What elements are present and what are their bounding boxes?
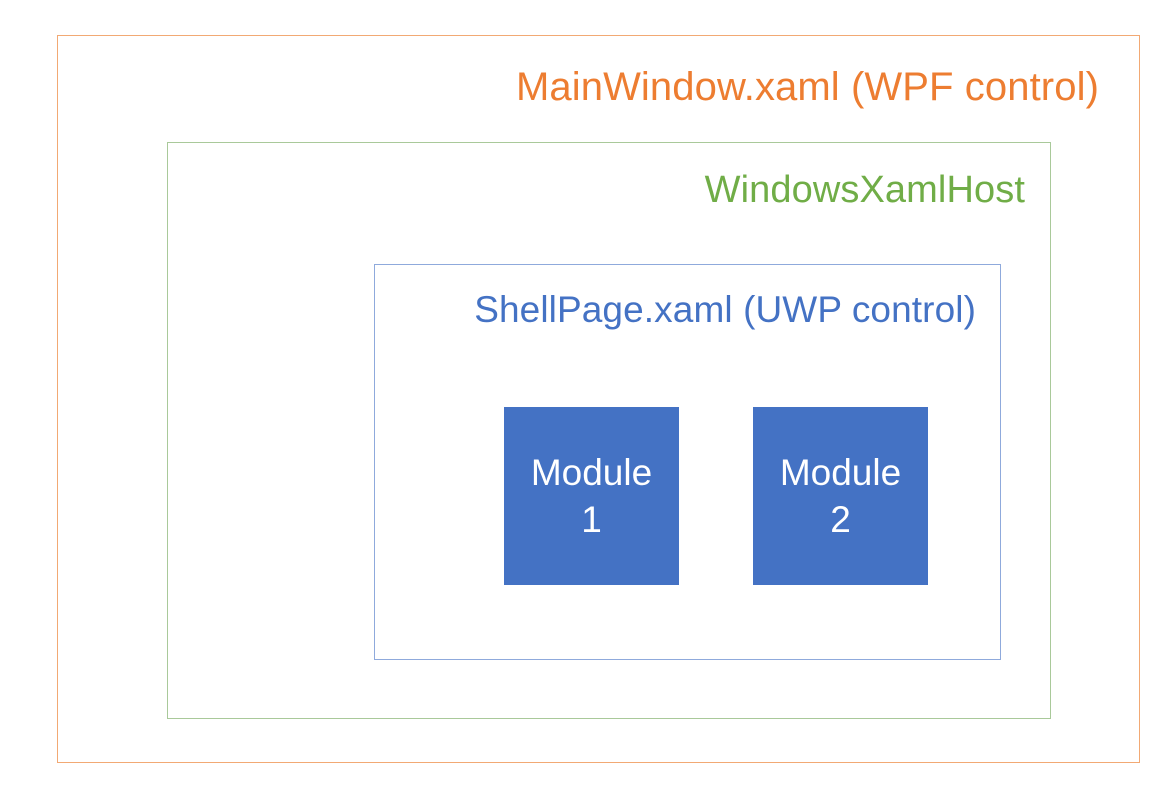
module-box-1: Module 1: [504, 407, 679, 585]
container-shellpage: ShellPage.xaml (UWP control) Module 1 Mo…: [374, 264, 1001, 660]
module-box-2-line1: Module: [779, 451, 902, 493]
container-windowsxamlhost-label: WindowsXamlHost: [704, 169, 1025, 211]
container-mainwindow-label: MainWindow.xaml (WPF control): [515, 65, 1099, 109]
module-box-1-line1: Module: [530, 451, 653, 493]
container-mainwindow: MainWindow.xaml (WPF control) WindowsXam…: [57, 35, 1140, 763]
module-box-2-line2: 2: [830, 499, 851, 540]
container-shellpage-label: ShellPage.xaml (UWP control): [474, 289, 976, 330]
module-box-2: Module 2: [753, 407, 928, 585]
container-windowsxamlhost: WindowsXamlHost ShellPage.xaml (UWP cont…: [167, 142, 1051, 719]
module-box-1-line2: 1: [581, 499, 602, 540]
